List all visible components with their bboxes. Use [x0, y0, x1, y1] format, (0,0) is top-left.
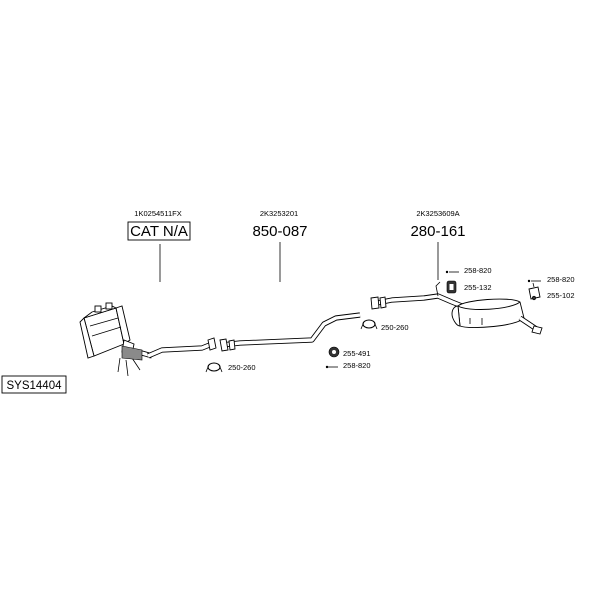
- rear-silencer[interactable]: [370, 281, 543, 335]
- oe-number-rear: 2K3253609A: [416, 209, 459, 218]
- part-label-middle[interactable]: 850-087: [252, 223, 307, 240]
- fitting-label-rubber-hanger[interactable]: 255-132: [464, 283, 492, 292]
- system-code: SYS14404: [7, 380, 63, 392]
- fitting-label-clamp-front[interactable]: 250-260: [228, 363, 256, 372]
- middle-pipe[interactable]: [219, 312, 361, 352]
- fitting-label-bolt-rear[interactable]: 258-820: [464, 266, 492, 275]
- fitting-label-bolt-tail[interactable]: 258-820: [547, 275, 575, 284]
- fitting-label-rubber-ring[interactable]: 255-491: [343, 349, 371, 358]
- fitting-label-bolt-middle[interactable]: 258-820: [343, 361, 371, 370]
- fitting-label-clamp-rear[interactable]: 250-260: [381, 323, 409, 332]
- bolt-icon[interactable]: [527, 279, 541, 283]
- bracket-icon[interactable]: [528, 282, 541, 301]
- catalyst-section: 1K0254511FX CAT N/A 250-260: [79, 209, 256, 377]
- clamp-icon[interactable]: [205, 362, 223, 373]
- rubber-ring-icon[interactable]: [328, 346, 340, 358]
- cat-label-box: [127, 221, 191, 241]
- catalytic-converter[interactable]: [79, 302, 153, 377]
- oe-number-middle: 2K3253201: [260, 209, 298, 218]
- rubber-hanger-icon[interactable]: [446, 280, 457, 294]
- part-label-catalyst[interactable]: CAT N/A: [130, 223, 188, 240]
- rear-silencer-section: 2K3253609A 280-161 258-820: [370, 209, 575, 335]
- clamp-icon[interactable]: [360, 319, 378, 330]
- middle-pipe-section: 2K3253201 850-087 255-491 258-820 250-26…: [219, 209, 409, 370]
- system-code-box: SYS14404: [1, 375, 67, 394]
- part-label-rear[interactable]: 280-161: [410, 223, 465, 240]
- bolt-icon[interactable]: [325, 365, 338, 369]
- oe-number-catalyst: 1K0254511FX: [134, 209, 181, 218]
- bolt-icon[interactable]: [445, 270, 459, 274]
- fitting-label-bracket[interactable]: 255-102: [547, 291, 575, 300]
